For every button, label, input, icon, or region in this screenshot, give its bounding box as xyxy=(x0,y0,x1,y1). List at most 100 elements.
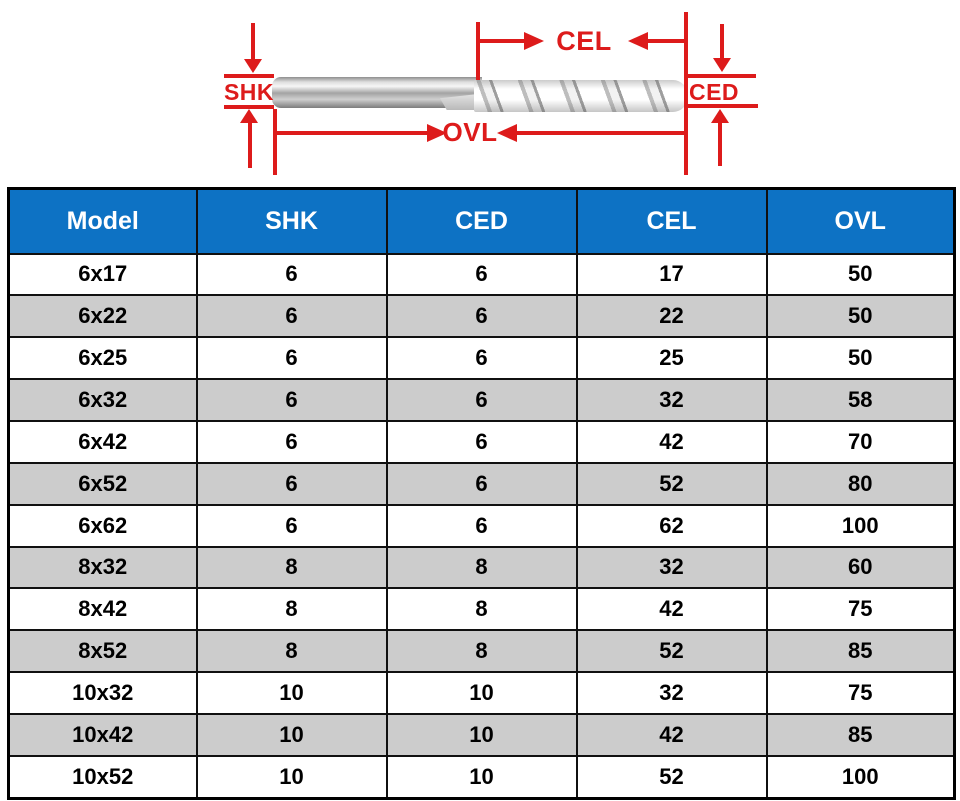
model-cell: 6x32 xyxy=(7,378,198,422)
value-cell: 6 xyxy=(385,378,578,422)
value-cell: 6 xyxy=(385,419,578,464)
value-cell: 80 xyxy=(765,461,956,506)
cel-left-extension-line xyxy=(476,22,480,80)
tool-flutes-image xyxy=(474,80,688,112)
value-cell: 6 xyxy=(385,252,578,297)
ced-arrow-down-icon xyxy=(713,58,731,72)
shk-top-arrow-shaft xyxy=(251,23,255,59)
value-cell: 10 xyxy=(385,754,578,800)
value-cell: 6 xyxy=(195,336,388,381)
ovl-arrow-left-icon xyxy=(497,124,517,142)
model-cell: 8x42 xyxy=(7,587,198,632)
value-cell: 50 xyxy=(765,336,956,381)
cel-label: CEL xyxy=(556,26,612,56)
value-cell: 100 xyxy=(765,754,956,800)
column-header-ced: CED xyxy=(385,187,578,255)
value-cell: 8 xyxy=(195,587,388,632)
value-cell: 50 xyxy=(765,252,956,297)
value-cell: 32 xyxy=(575,378,768,422)
value-cell: 52 xyxy=(575,629,768,674)
ced-bottom-tick-line xyxy=(688,104,758,108)
model-cell: 6x42 xyxy=(7,419,198,464)
value-cell: 8 xyxy=(385,587,578,632)
model-cell: 10x52 xyxy=(7,754,198,800)
value-cell: 25 xyxy=(575,336,768,381)
value-cell: 22 xyxy=(575,294,768,339)
ced-bottom-arrow-shaft xyxy=(718,123,722,166)
value-cell: 6 xyxy=(385,461,578,506)
value-cell: 75 xyxy=(765,587,956,632)
shk-arrow-up-icon xyxy=(240,109,258,123)
ovl-arrow-right-icon xyxy=(427,124,447,142)
value-cell: 42 xyxy=(575,419,768,464)
cel-arrow-right-icon xyxy=(524,32,544,50)
value-cell: 10 xyxy=(385,671,578,715)
model-cell: 6x62 xyxy=(7,503,198,548)
column-header-model: Model xyxy=(7,187,198,255)
value-cell: 85 xyxy=(765,629,956,674)
value-cell: 62 xyxy=(575,503,768,548)
value-cell: 8 xyxy=(195,545,388,590)
value-cell: 8 xyxy=(385,629,578,674)
value-cell: 10 xyxy=(195,671,388,715)
value-cell: 17 xyxy=(575,252,768,297)
model-cell: 6x22 xyxy=(7,294,198,339)
value-cell: 6 xyxy=(195,503,388,548)
value-cell: 6 xyxy=(195,419,388,464)
column-header-shk: SHK xyxy=(195,187,388,255)
shk-top-tick-line xyxy=(224,74,274,78)
value-cell: 6 xyxy=(195,252,388,297)
value-cell: 6 xyxy=(385,294,578,339)
value-cell: 6 xyxy=(195,461,388,506)
value-cell: 32 xyxy=(575,545,768,590)
ced-top-tick-line xyxy=(688,74,756,78)
shk-label: SHK xyxy=(223,79,275,105)
model-cell: 8x52 xyxy=(7,629,198,674)
right-extension-line xyxy=(684,12,688,175)
value-cell: 6 xyxy=(385,503,578,548)
ced-top-arrow-shaft xyxy=(720,24,724,58)
ovl-left-extension-line xyxy=(273,109,277,175)
value-cell: 52 xyxy=(575,461,768,506)
value-cell: 75 xyxy=(765,671,956,715)
value-cell: 6 xyxy=(195,378,388,422)
cel-left-arrow-shaft xyxy=(480,39,524,43)
column-header-cel: CEL xyxy=(575,187,768,255)
value-cell: 70 xyxy=(765,419,956,464)
value-cell: 8 xyxy=(195,629,388,674)
value-cell: 58 xyxy=(765,378,956,422)
model-cell: 8x32 xyxy=(7,545,198,590)
value-cell: 6 xyxy=(195,294,388,339)
column-header-ovl: OVL xyxy=(765,187,956,255)
ovl-label: OVL xyxy=(442,117,498,147)
ced-arrow-up-icon xyxy=(711,109,729,123)
value-cell: 10 xyxy=(195,712,388,757)
model-cell: 10x32 xyxy=(7,671,198,715)
value-cell: 10 xyxy=(385,712,578,757)
value-cell: 50 xyxy=(765,294,956,339)
value-cell: 32 xyxy=(575,671,768,715)
value-cell: 100 xyxy=(765,503,956,548)
ovl-left-arrow-shaft xyxy=(277,131,427,135)
value-cell: 60 xyxy=(765,545,956,590)
cel-arrow-left-icon xyxy=(628,32,648,50)
model-cell: 6x52 xyxy=(7,461,198,506)
value-cell: 52 xyxy=(575,754,768,800)
